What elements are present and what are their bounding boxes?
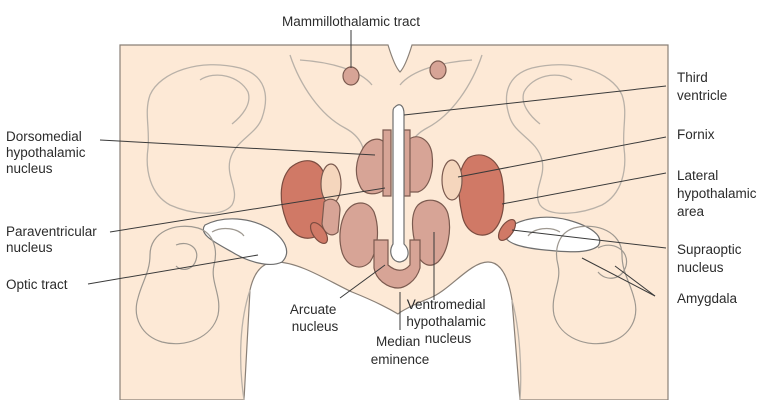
label-ventromedial-hypothalamic-nucleus: Ventromedial hypothalamic nucleus (406, 297, 489, 346)
label-third-ventricle: Third ventricle (677, 70, 727, 103)
label-supraoptic-nucleus: Supraoptic nucleus (677, 242, 745, 275)
leader-lines (87, 30, 667, 330)
label-dorsomedial-hypothalamic-nucleus: Dorsomedial hypothalamic nucleus (6, 129, 89, 176)
label-fornix: Fornix (677, 127, 715, 142)
label-median-eminence: Median eminence (371, 334, 430, 367)
labels: Mammillothalamic tract Third ventricle D… (6, 14, 760, 367)
lower-structures (135, 225, 637, 400)
label-optic-tract: Optic tract (6, 277, 68, 292)
label-arcuate-nucleus: Arcuate nucleus (290, 302, 340, 334)
label-mammillothalamic-tract: Mammillothalamic tract (282, 14, 420, 29)
label-lateral-hypothalamic-area: Lateral hypothalamic area (677, 168, 760, 219)
label-amygdala: Amygdala (677, 291, 738, 306)
hypothalamic-nuclei (280, 129, 517, 289)
third-ventricle (390, 104, 409, 263)
label-paraventricular-nucleus: Paraventricular nucleus (6, 224, 101, 255)
